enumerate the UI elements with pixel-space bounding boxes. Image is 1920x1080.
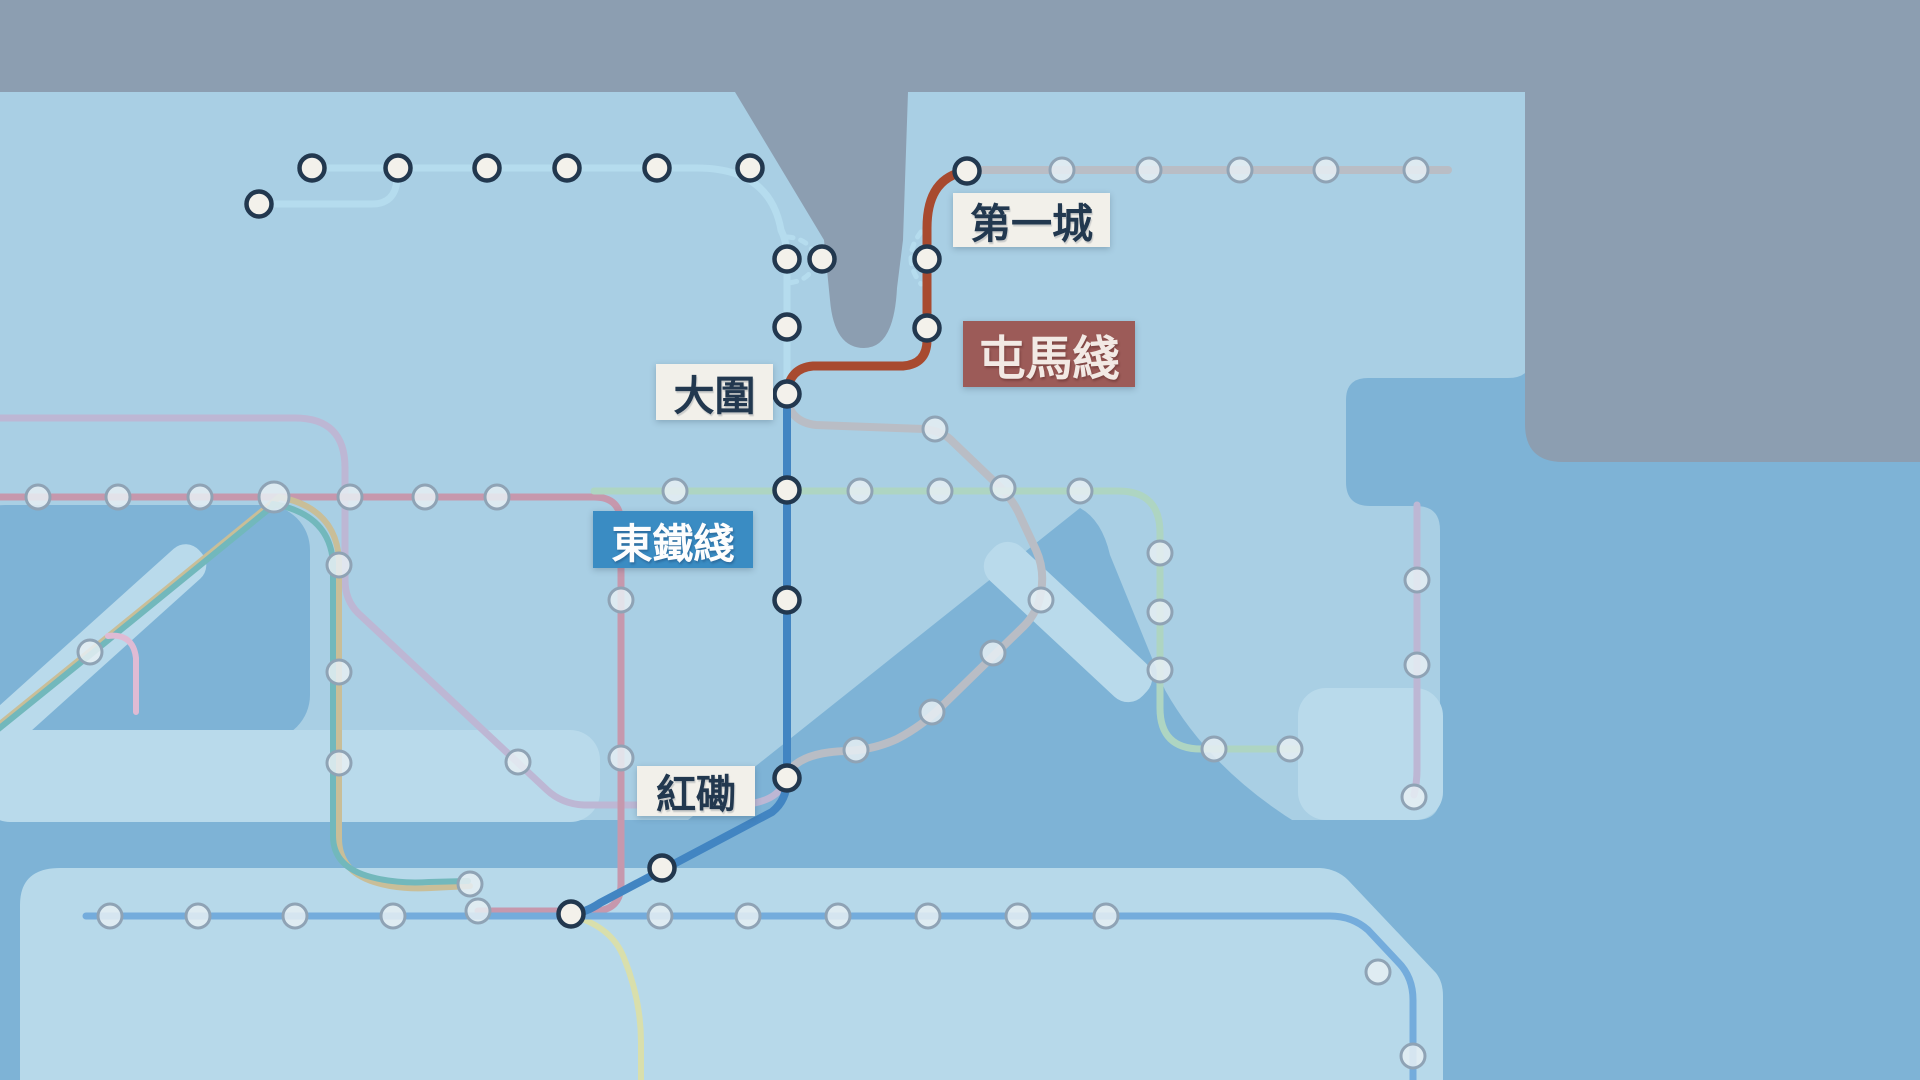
station-marker <box>772 379 802 409</box>
station-marker <box>952 156 982 186</box>
gray-river-inlet <box>735 92 908 348</box>
line-tuen-ma-line-highlight <box>782 166 972 399</box>
station-marker <box>556 899 586 929</box>
ghost-station-marker <box>1135 156 1163 184</box>
ghost-station-marker <box>336 483 364 511</box>
station-marker <box>297 153 327 183</box>
ghost-station-marker <box>846 477 874 505</box>
ghost-station-marker <box>1048 156 1076 184</box>
ghost-station-marker <box>104 483 132 511</box>
ghost-station-marker <box>607 744 635 772</box>
station-marker <box>772 763 802 793</box>
line-racecourse-loop-dashed-2 <box>908 229 924 287</box>
ghost-station-marker <box>1146 539 1174 567</box>
land-island-strip <box>20 868 1443 1080</box>
ghost-station-marker <box>1066 477 1094 505</box>
ghost-station-marker <box>325 658 353 686</box>
ghost-station-marker <box>1226 156 1254 184</box>
ghost-station-marker <box>918 698 946 726</box>
station-marker <box>772 312 802 342</box>
ghost-station-marker <box>96 902 124 930</box>
ghost-station-marker <box>914 902 942 930</box>
ghost-station-marker <box>325 551 353 579</box>
station-marker <box>383 153 413 183</box>
ghost-station-marker <box>325 749 353 777</box>
ghost-station-marker <box>76 638 104 666</box>
ghost-station-marker <box>1276 735 1304 763</box>
station-marker <box>642 153 672 183</box>
ghost-station-marker <box>411 483 439 511</box>
station-marker <box>772 244 802 274</box>
ghost-station-marker <box>464 897 492 925</box>
line-label-east-rail: 東鐵綫 <box>593 511 753 568</box>
station-marker <box>772 475 802 505</box>
station-marker <box>244 189 274 219</box>
gray-water-northeast <box>1525 0 1920 462</box>
ghost-station-marker <box>281 902 309 930</box>
station-marker <box>735 153 765 183</box>
station-marker <box>472 153 502 183</box>
ghost-station-marker <box>1200 735 1228 763</box>
station-label-tai-wai: 大圍 <box>656 364 773 420</box>
ghost-station-marker <box>456 870 484 898</box>
line-island-line-dimmed <box>82 912 1417 1080</box>
ghost-station-marker <box>842 736 870 764</box>
station-marker <box>647 853 677 883</box>
station-marker <box>772 585 802 615</box>
ghost-station-marker <box>379 902 407 930</box>
line-label-tuen-ma: 屯馬綫 <box>963 321 1135 387</box>
ghost-station-marker <box>1092 902 1120 930</box>
station-marker <box>912 244 942 274</box>
line-pink-line-dimmed <box>0 493 625 915</box>
ghost-station-marker <box>1402 156 1430 184</box>
ghost-station-marker <box>186 483 214 511</box>
runway-strip <box>983 541 1153 703</box>
ghost-station-marker <box>1004 902 1032 930</box>
ghost-station-marker <box>824 902 852 930</box>
ghost-station-marker <box>734 902 762 930</box>
station-marker <box>807 244 837 274</box>
ghost-station-marker <box>257 480 291 514</box>
station-label-hung-hom: 紅磡 <box>637 766 755 817</box>
ghost-station-marker <box>921 415 949 443</box>
line-yellow-line-dimmed <box>570 913 644 1080</box>
station-label-city-one: 第一城 <box>953 193 1110 247</box>
ghost-station-marker <box>504 748 532 776</box>
ghost-station-marker <box>483 483 511 511</box>
ghost-station-marker <box>979 639 1007 667</box>
ghost-station-marker <box>1403 566 1431 594</box>
station-marker <box>912 313 942 343</box>
ghost-station-marker <box>646 902 674 930</box>
ghost-station-marker <box>661 477 689 505</box>
ghost-station-marker <box>989 474 1017 502</box>
ghost-station-marker <box>184 902 212 930</box>
ghost-station-marker <box>607 586 635 614</box>
line-lavender-line-east-dimmed <box>1410 501 1421 799</box>
stations-layer <box>24 153 1431 1070</box>
ghost-station-marker <box>1146 598 1174 626</box>
line-teal-line-south-dimmed <box>270 501 471 886</box>
water-harbour <box>0 508 1440 868</box>
ghost-station-marker <box>926 477 954 505</box>
ghost-station-marker <box>1312 156 1340 184</box>
line-hook-pink-branch-dimmed <box>105 632 139 715</box>
ghost-station-marker <box>1027 586 1055 614</box>
ghost-station-marker <box>1364 958 1392 986</box>
ghost-station-marker <box>1399 1042 1427 1070</box>
ghost-station-marker <box>24 483 52 511</box>
ghost-station-marker <box>1403 651 1431 679</box>
ghost-station-marker <box>1146 656 1174 684</box>
ghost-station-marker <box>1400 783 1428 811</box>
land-patch-southwest <box>0 730 600 822</box>
station-marker <box>552 153 582 183</box>
